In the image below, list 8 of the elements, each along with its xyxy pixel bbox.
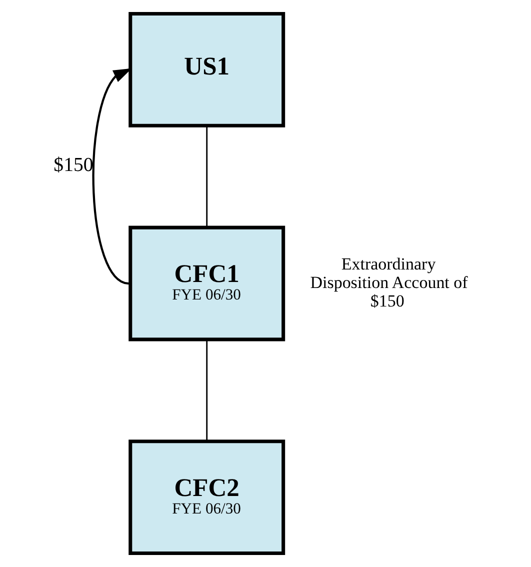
node-box: US1 xyxy=(128,12,286,128)
connector xyxy=(206,126,208,228)
arrow xyxy=(92,68,132,284)
node-box: CFC1 FYE 06/30 xyxy=(128,226,286,342)
node-box: CFC2 FYE 06/30 xyxy=(128,440,286,556)
edge-label: $150 xyxy=(54,154,94,176)
connector xyxy=(206,340,208,442)
node-label: Extraordinary Disposition Account of $150 xyxy=(310,254,468,310)
